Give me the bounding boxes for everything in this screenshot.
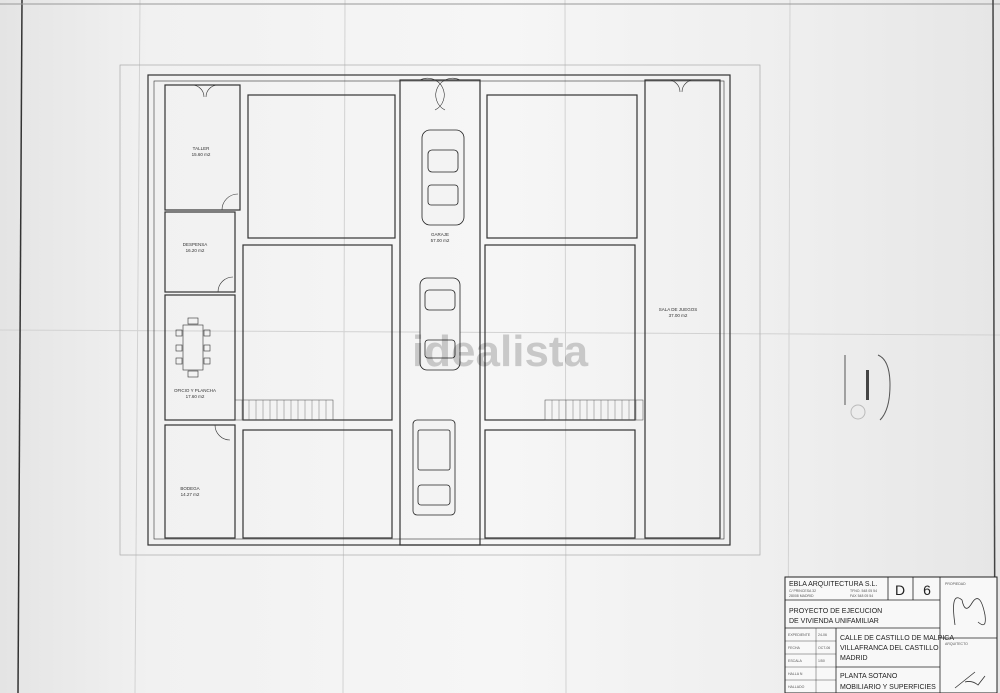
room-name-taller: TALLER bbox=[193, 146, 210, 151]
meta-label: HALLADO bbox=[788, 685, 805, 689]
stairs bbox=[234, 399, 644, 421]
firm-address1: C/ PRINCESA 32 bbox=[789, 589, 816, 593]
architect-label: ARQUITECTO bbox=[945, 642, 968, 646]
meta-value: 1/50 bbox=[818, 659, 825, 663]
room-name-despensa: DESPENSA bbox=[183, 242, 208, 247]
location-line1: CALLE DE CASTILLO DE MALPICA bbox=[840, 635, 954, 642]
sheet-letter: D bbox=[895, 582, 905, 598]
walls bbox=[147, 74, 731, 546]
sheet-number: 6 bbox=[923, 582, 931, 598]
meta-label: FECHA bbox=[788, 646, 801, 650]
room-name-garaje: GARAJE bbox=[431, 232, 449, 237]
firm-phone: TFNO. 548 05 54 bbox=[850, 589, 877, 593]
meta-label: EXPEDIENTE bbox=[788, 633, 811, 637]
project-line1: PROYECTO DE EJECUCION bbox=[789, 608, 882, 615]
car-icon bbox=[419, 277, 461, 371]
room-name-sala: SALA DE JUEGOS bbox=[659, 307, 698, 312]
meta-label: ESCALA bbox=[788, 659, 802, 663]
drawing-line1: PLANTA SOTANO bbox=[840, 673, 898, 680]
room-name-oficio: OFICIO Y PLANCHA bbox=[174, 388, 216, 393]
location-line3: MADRID bbox=[840, 655, 868, 662]
firm-address2: 28008 MADRID bbox=[789, 594, 814, 598]
registry-stamp bbox=[844, 354, 891, 421]
car-icon bbox=[412, 419, 456, 516]
room-area-taller: 15.60 m2 bbox=[192, 152, 211, 157]
title-block: EBLA ARQUITECTURA S.L. C/ PRINCESA 32 28… bbox=[784, 576, 998, 693]
room-area-bodega: 14.27 m2 bbox=[181, 492, 200, 497]
owner-signature bbox=[953, 597, 986, 626]
dining-table bbox=[175, 317, 211, 378]
car-icon bbox=[421, 129, 465, 226]
sheet-border-left bbox=[17, 0, 23, 693]
location-line2: VILLAFRANCA DEL CASTILLO bbox=[840, 645, 939, 652]
site-boundary bbox=[119, 64, 761, 556]
room-name-bodega: BODEGA bbox=[180, 486, 199, 491]
room-labels: TALLER 15.60 m2 DESPENSA 16.20 m2 OFICIO… bbox=[174, 146, 697, 497]
project-line2: DE VIVIENDA UNIFAMILIAR bbox=[789, 618, 879, 625]
cars bbox=[412, 129, 465, 516]
meta-label: HALLA N bbox=[788, 672, 803, 676]
firm-fax: FAX 548 05 54 bbox=[850, 594, 873, 598]
room-area-oficio: 17.60 m2 bbox=[186, 394, 205, 399]
room-area-sala: 37.00 m2 bbox=[669, 313, 688, 318]
room-area-despensa: 16.20 m2 bbox=[186, 248, 205, 253]
owner-label: PROPIEDAD bbox=[945, 582, 966, 586]
meta-value: 24-06 bbox=[818, 633, 827, 637]
meta-value: OCT-06 bbox=[818, 646, 830, 650]
watermark: idealista bbox=[412, 327, 589, 376]
drawing-line2: MOBILIARIO Y SUPERFICIES bbox=[840, 684, 936, 691]
firm-name: EBLA ARQUITECTURA S.L. bbox=[789, 581, 877, 588]
stair-steps bbox=[241, 400, 637, 420]
architect-signature bbox=[954, 671, 986, 689]
room-area-garaje: 57.00 m2 bbox=[431, 238, 450, 243]
